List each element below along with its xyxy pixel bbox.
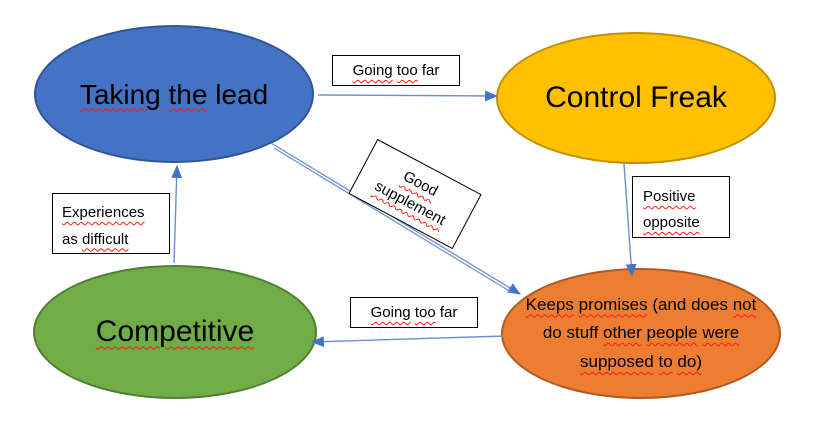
edge-label-going-too-far-top: Going too far [332, 55, 460, 86]
arrow-control-to-keeps [623, 163, 637, 278]
edge-label-positive-opposite-text: Positive opposite [643, 188, 700, 231]
node-taking-the-lead-label: Taking the lead [79, 78, 269, 110]
arrow-keeps-to-competitive [310, 335, 505, 348]
node-control-freak-label: Control Freak [545, 81, 727, 115]
edge-label-good-supplement-text: Good supplement [371, 167, 449, 229]
node-competitive: Competitive [33, 265, 317, 399]
edge-label-positive-opposite: Positive opposite [632, 176, 730, 238]
node-competitive-label: Competitive [95, 315, 255, 349]
node-keeps-promises: Keeps promises (and does not do stuff ot… [501, 268, 781, 399]
arrow-taking-to-control [317, 90, 499, 102]
edge-label-good-supplement: Good supplement [348, 138, 482, 250]
node-control-freak: Control Freak [496, 32, 776, 164]
node-keeps-promises-label: Keeps promises (and does not do stuff ot… [525, 294, 757, 371]
edge-label-experiences-as-difficult-text: Experiences as difficult [62, 204, 145, 248]
edge-label-going-too-far-bottom: Going too far [350, 297, 478, 328]
edge-label-going-too-far-bottom-text: Going too far [370, 304, 458, 321]
arrow-competitive-to-taking [171, 164, 183, 264]
edge-label-going-too-far-top-text: Going too far [352, 62, 440, 79]
node-taking-the-lead: Taking the lead [34, 25, 314, 163]
edge-label-experiences-as-difficult: Experiences as difficult [52, 193, 170, 254]
